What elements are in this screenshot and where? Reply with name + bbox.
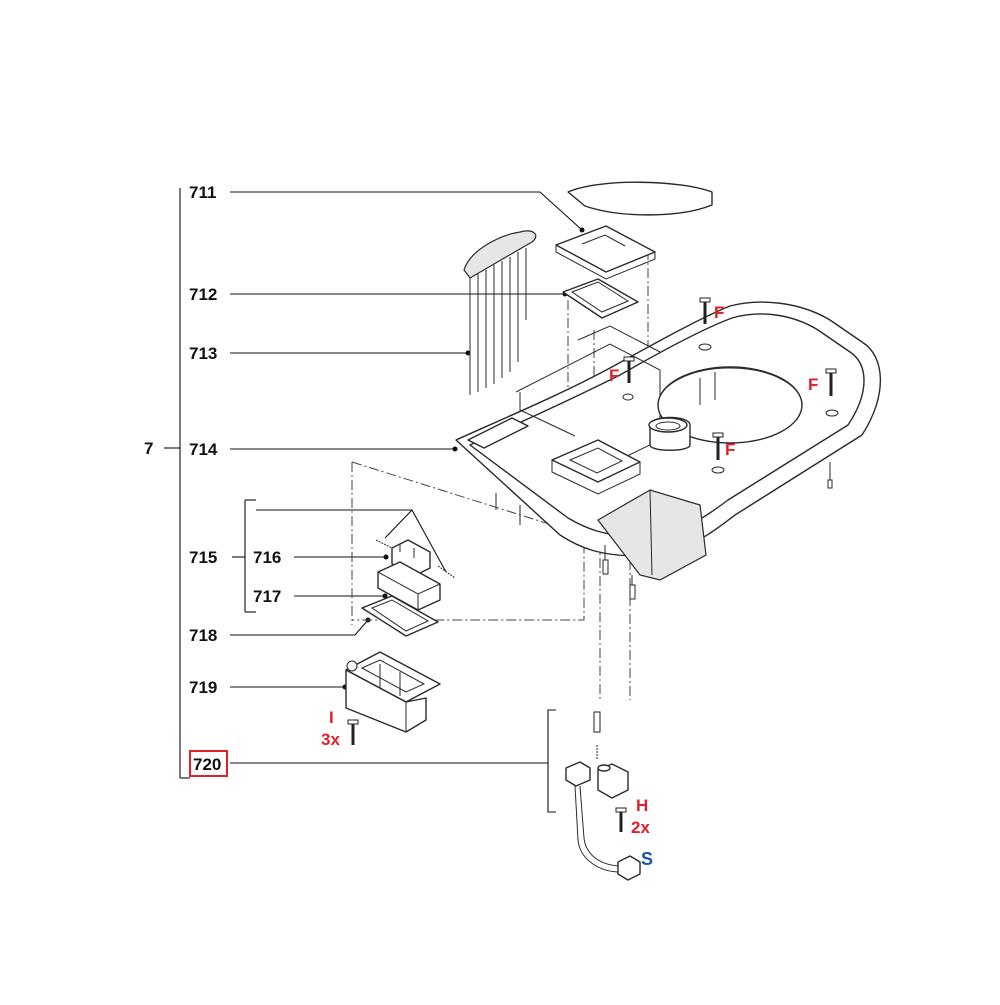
label-714: 714 — [189, 440, 218, 459]
screw-f-4 — [712, 432, 724, 460]
marker-s: S — [641, 849, 653, 869]
label-715: 715 — [189, 548, 217, 567]
marker-f-2: F — [609, 366, 619, 385]
part-720-sensor — [565, 711, 641, 881]
label-group-7: 7 — [144, 439, 153, 458]
group-bracket — [164, 188, 256, 779]
marker-h-qty: 2x — [631, 818, 650, 837]
label-711: 711 — [189, 183, 216, 202]
highlight-box-720 — [189, 750, 228, 777]
marker-f-4: F — [725, 440, 735, 459]
part-719-housing — [345, 651, 441, 733]
part-711-cover — [555, 181, 713, 280]
screws-f: F F F F — [609, 297, 837, 460]
screw-i: I 3x — [321, 708, 359, 749]
label-719: 719 — [189, 678, 217, 697]
marker-f-1: F — [714, 303, 724, 322]
part-712-gasket — [562, 278, 639, 319]
part-714-tray — [455, 301, 882, 600]
screw-f-2 — [623, 356, 635, 383]
label-713: 713 — [189, 344, 217, 363]
marker-i: I — [329, 708, 334, 727]
label-717: 717 — [253, 587, 281, 606]
label-712: 712 — [189, 285, 217, 304]
label-720: 720 — [193, 755, 221, 774]
screw-h: H 2x — [615, 796, 650, 837]
marker-h: H — [636, 796, 648, 815]
label-716: 716 — [253, 548, 281, 567]
marker-f-3: F — [808, 375, 818, 394]
marker-i-qty: 3x — [321, 730, 340, 749]
part-labels: 7 711 712 713 714 715 716 717 718 719 72… — [144, 183, 281, 777]
screw-f-3 — [825, 368, 837, 396]
part-718-gasket — [361, 595, 439, 637]
label-718: 718 — [189, 626, 217, 645]
leader-lines — [230, 191, 585, 813]
screw-f-1 — [699, 297, 711, 324]
part-717-block — [377, 561, 441, 611]
part-713-comb — [463, 230, 537, 395]
